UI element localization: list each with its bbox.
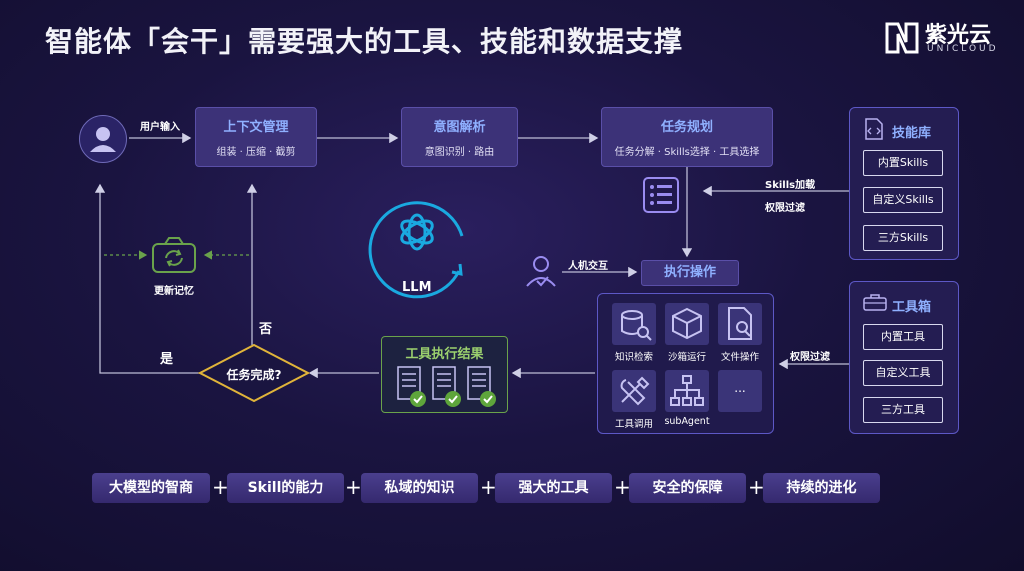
knowledge-search-icon[interactable] [612,303,656,345]
context-title: 上下文管理 [223,120,289,135]
chip-private-knowledge: 私域的知识 [361,473,478,503]
brand-name: 紫光云 [925,23,992,48]
plus-sign: + [480,475,497,499]
perm-filter-skills-label: 权限过滤 [765,203,805,214]
memory-label: 更新记忆 [154,286,194,297]
skills-item-thirdparty[interactable]: 三方Skills [863,225,943,251]
toolbox-icon [863,294,887,311]
decision-diamond [198,343,310,403]
tools-item-builtin[interactable]: 内置工具 [863,324,943,350]
code-file-icon [865,118,883,140]
tool-label-knowledge: 知识检索 [614,352,653,363]
llm-label: LLM [402,280,432,295]
intent-sub: 意图识别 · 路由 [424,147,495,158]
yes-label: 是 [160,352,174,367]
intent-title: 意图解析 [433,120,486,135]
plus-sign: + [748,475,765,499]
subagent-icon[interactable] [665,370,709,412]
perm-filter-tools-label: 权限过滤 [790,352,830,363]
context-sub: 组装 · 压缩 · 截剪 [216,147,296,158]
unicloud-logo-icon [885,22,919,54]
llm-icon [364,196,484,310]
tool-call-icon[interactable] [612,370,656,412]
task-planning-box: 任务规划 任务分解 · Skills选择 · 工具选择 [601,107,773,167]
toolbox-panel: 工具箱 内置工具 自定义工具 三方工具 [849,281,959,434]
task-list-icon [642,176,680,218]
skills-item-custom[interactable]: 自定义Skills [863,187,943,213]
tool-label-sandbox: 沙箱运行 [667,352,706,363]
skills-panel-title: 技能库 [892,126,932,141]
hitl-label: 人机交互 [568,261,608,272]
context-management-box: 上下文管理 组装 · 压缩 · 截剪 [195,107,317,167]
chip-evolution: 持续的进化 [763,473,880,503]
result-title: 工具执行结果 [405,347,484,362]
execution-tools-panel: 知识检索 沙箱运行 文件操作 ... 工具调用 subAgent [597,293,774,434]
plus-sign: + [345,475,362,499]
intent-parsing-box: 意图解析 意图识别 · 路由 [401,107,518,167]
no-label: 否 [259,322,273,337]
toolbox-panel-title: 工具箱 [892,300,932,315]
skills-panel: 技能库 内置Skills 自定义Skills 三方Skills [849,107,959,260]
user-input-label: 用户输入 [140,122,180,133]
task-title: 任务规划 [660,120,713,135]
sandbox-icon[interactable] [665,303,709,345]
result-documents-icon [397,366,496,407]
user-icon [79,115,127,163]
brand-sub: UNICLOUD [927,44,999,54]
decision-label: 任务完成? [226,368,282,382]
plus-sign: + [212,475,229,499]
tools-item-custom[interactable]: 自定义工具 [863,360,943,386]
tool-label-subagent: subAgent [664,416,710,427]
task-sub: 任务分解 · Skills选择 · 工具选择 [614,147,760,158]
plus-sign: + [614,475,631,499]
page-title: 智能体「会干」需要强大的工具、技能和数据支撑 [45,25,684,58]
tool-result-box: 工具执行结果 [381,336,508,413]
memory-camera-icon [150,236,198,278]
chip-security: 安全的保障 [629,473,746,503]
execute-operation-label: 执行操作 [641,260,739,286]
more-tools-tile[interactable]: ... [718,370,762,412]
tool-label-file: 文件操作 [720,352,759,363]
file-operation-icon[interactable] [718,303,762,345]
tool-label-call: 工具调用 [614,419,653,430]
skills-item-builtin[interactable]: 内置Skills [863,150,943,176]
chip-skill-ability: Skill的能力 [227,473,344,503]
chip-llm-iq: 大模型的智商 [92,473,210,503]
skills-load-label: Skills加载 [765,180,816,191]
chip-strong-tools: 强大的工具 [495,473,612,503]
human-interaction-icon [524,254,560,294]
tools-item-thirdparty[interactable]: 三方工具 [863,397,943,423]
